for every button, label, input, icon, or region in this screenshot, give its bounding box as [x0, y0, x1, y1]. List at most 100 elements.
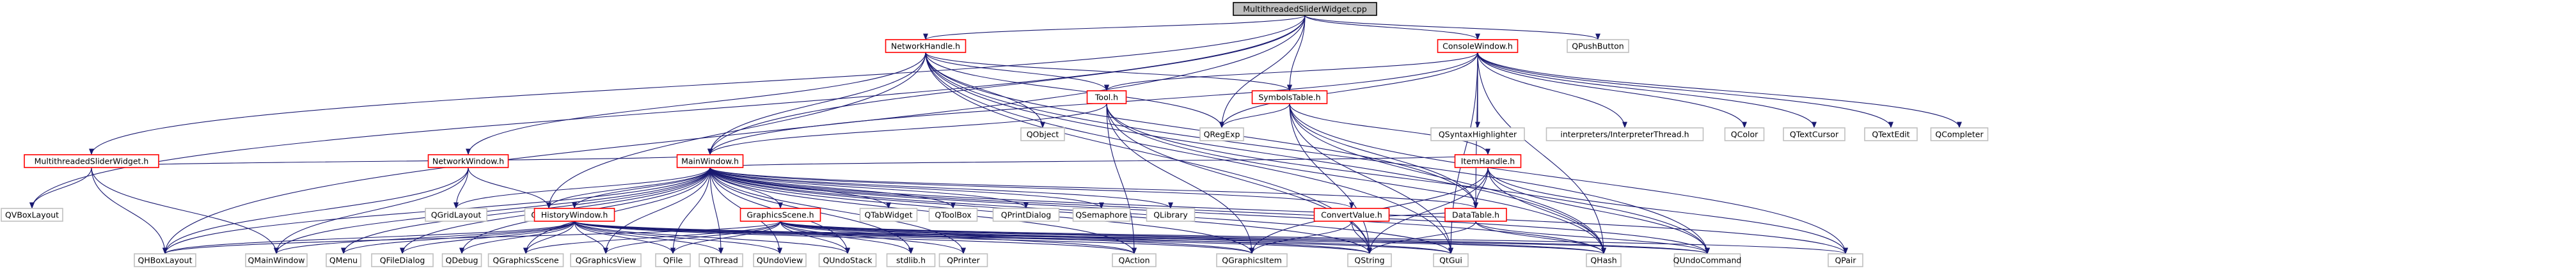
- edge-mainwindow-to-qsemaphore: [709, 167, 1104, 209]
- node-box: [1251, 90, 1328, 104]
- node-box: [487, 253, 564, 267]
- edge: [1477, 52, 1747, 129]
- node-networkwindow[interactable]: NetworkWindow.h: [427, 154, 509, 168]
- node-label: DataTable.h: [1452, 210, 1499, 220]
- edge: [91, 167, 168, 254]
- edge-mtsliderwidget-to-mainwindow: [91, 154, 713, 168]
- edge-graphicsscene-to-stdlib: [780, 221, 913, 254]
- node-label: QHBoxLayout: [138, 256, 193, 265]
- edge-tool-to-qaction: [1106, 103, 1137, 254]
- node-qhash: QHash: [1586, 253, 1622, 267]
- edge: [1477, 52, 1627, 129]
- edge-historywindow-to-qfiledialog: [400, 221, 575, 254]
- node-itemhandle[interactable]: ItemHandle.h: [1454, 154, 1522, 168]
- node-symbolstable[interactable]: SymbolsTable.h: [1251, 90, 1328, 104]
- node-qdebug: QDebug: [441, 253, 482, 267]
- node-label: MultithreadedSliderWidget.cpp: [1243, 4, 1367, 14]
- edge: [574, 221, 850, 254]
- node-label: QUndoCommand: [1673, 256, 1742, 265]
- edge-consolewindow-to-interpreterthread: [1477, 52, 1627, 129]
- edge-networkhandle-to-mainwindow: [707, 52, 926, 155]
- node-qgraphicsscene: QGraphicsScene: [487, 253, 564, 267]
- node-qmenu: QMenu: [326, 253, 361, 267]
- node-label: QDebug: [446, 256, 478, 265]
- edge-graphicsscene-to-qgraphicsview: [603, 221, 781, 254]
- node-mtsliderwidget[interactable]: MultithreadedSliderWidget.h: [24, 154, 159, 168]
- node-box: [655, 253, 691, 267]
- edge-root-to-qhboxlayout: [162, 15, 1306, 254]
- node-box: [425, 208, 487, 222]
- edge-root-to-qpushbutton: [1304, 15, 1600, 40]
- edge-consolewindow-to-tool: [1104, 52, 1478, 91]
- node-qtoolbox: QToolBox: [928, 208, 978, 222]
- node-label: QHash: [1590, 256, 1616, 265]
- node-label: QFileDialog: [380, 256, 425, 265]
- edge-networkhandle-to-qtoolbar: [546, 52, 926, 209]
- node-consolewindow[interactable]: ConsoleWindow.h: [1437, 39, 1519, 53]
- edge: [89, 15, 1306, 155]
- node-label: QGridLayout: [431, 210, 482, 220]
- edge: [1487, 167, 1710, 254]
- edge-historywindow-to-qundoview: [574, 221, 782, 254]
- node-label: ConvertValue.h: [1321, 210, 1382, 220]
- node-historywindow[interactable]: HistoryWindow.h: [533, 208, 615, 222]
- node-qhboxlayout: QHBoxLayout: [134, 253, 196, 267]
- edge-consolewindow-to-qtextedit: [1477, 52, 1893, 129]
- edge-networkhandle-to-qundocommand: [925, 52, 1710, 254]
- edge-root-to-symbolstable: [1287, 15, 1306, 91]
- edge: [1477, 52, 1962, 129]
- edge: [546, 52, 926, 209]
- edge: [707, 103, 1107, 155]
- edge: [341, 221, 575, 254]
- node-qundocommand: QUndoCommand: [1673, 253, 1742, 267]
- node-label: QObject: [1027, 130, 1059, 139]
- edge: [459, 221, 575, 254]
- node-label: SymbolsTable.h: [1258, 93, 1320, 102]
- node-tool[interactable]: Tool.h: [1086, 90, 1127, 104]
- node-label: QPushButton: [1572, 42, 1624, 51]
- node-datatable[interactable]: DataTable.h: [1444, 208, 1507, 222]
- edge-historywindow-to-qfile: [574, 221, 676, 254]
- edge: [709, 167, 1104, 209]
- node-label: QtGui: [1439, 256, 1462, 265]
- node-networkhandle[interactable]: NetworkHandle.h: [885, 39, 967, 53]
- node-box: [441, 253, 482, 267]
- edge-consolewindow-to-qcompleter: [1477, 52, 1962, 129]
- node-box: [1072, 208, 1131, 222]
- edge: [780, 221, 1848, 254]
- edge-mainwindow-to-qgraphicsview: [603, 167, 711, 254]
- edge-root-to-consolewindow: [1304, 15, 1480, 40]
- edge-mainwindow-to-itemhandle: [709, 154, 1490, 168]
- node-qgraphicsitem: QGraphicsItem: [1216, 253, 1288, 267]
- edge: [925, 52, 1710, 254]
- edge-graphicsscene-to-qhboxlayout: [162, 221, 781, 254]
- edge-symbolstable-to-qregexp: [1219, 103, 1290, 129]
- edge: [925, 52, 1109, 91]
- node-qaction: QAction: [1112, 253, 1157, 267]
- node-label: QLibrary: [1153, 210, 1188, 220]
- edge: [780, 221, 1254, 254]
- node-qcolor: QColor: [1724, 127, 1765, 141]
- edge: [707, 15, 1306, 155]
- edge: [670, 167, 711, 254]
- edge: [925, 52, 1224, 129]
- node-label: GraphicsScene.h: [747, 210, 814, 220]
- edge: [1477, 52, 1606, 254]
- node-graphicsscene[interactable]: GraphicsScene.h: [739, 208, 821, 222]
- node-convertvalue[interactable]: ConvertValue.h: [1313, 208, 1390, 222]
- edge-mainwindow-to-datatable: [709, 167, 1478, 209]
- node-qstring: QString: [1347, 253, 1392, 267]
- node-qvboxlayout: QVBoxLayout: [1, 208, 63, 222]
- edge-symbolstable-to-qpair: [1289, 103, 1848, 254]
- node-label: QRegExp: [1204, 130, 1240, 139]
- node-mainwindow[interactable]: MainWindow.h: [676, 154, 744, 168]
- node-root: MultithreadedSliderWidget.cpp: [1233, 2, 1377, 16]
- node-qprinter: QPrinter: [938, 253, 988, 267]
- node-qgridlayout: QGridLayout: [425, 208, 487, 222]
- node-label: Tool.h: [1094, 93, 1118, 102]
- node-box: [1430, 127, 1525, 141]
- edge-itemhandle-to-qundocommand: [1487, 167, 1710, 254]
- edge: [91, 154, 713, 168]
- node-label: QVBoxLayout: [5, 210, 59, 220]
- edge-historywindow-to-qgraphicsitem: [574, 221, 1254, 254]
